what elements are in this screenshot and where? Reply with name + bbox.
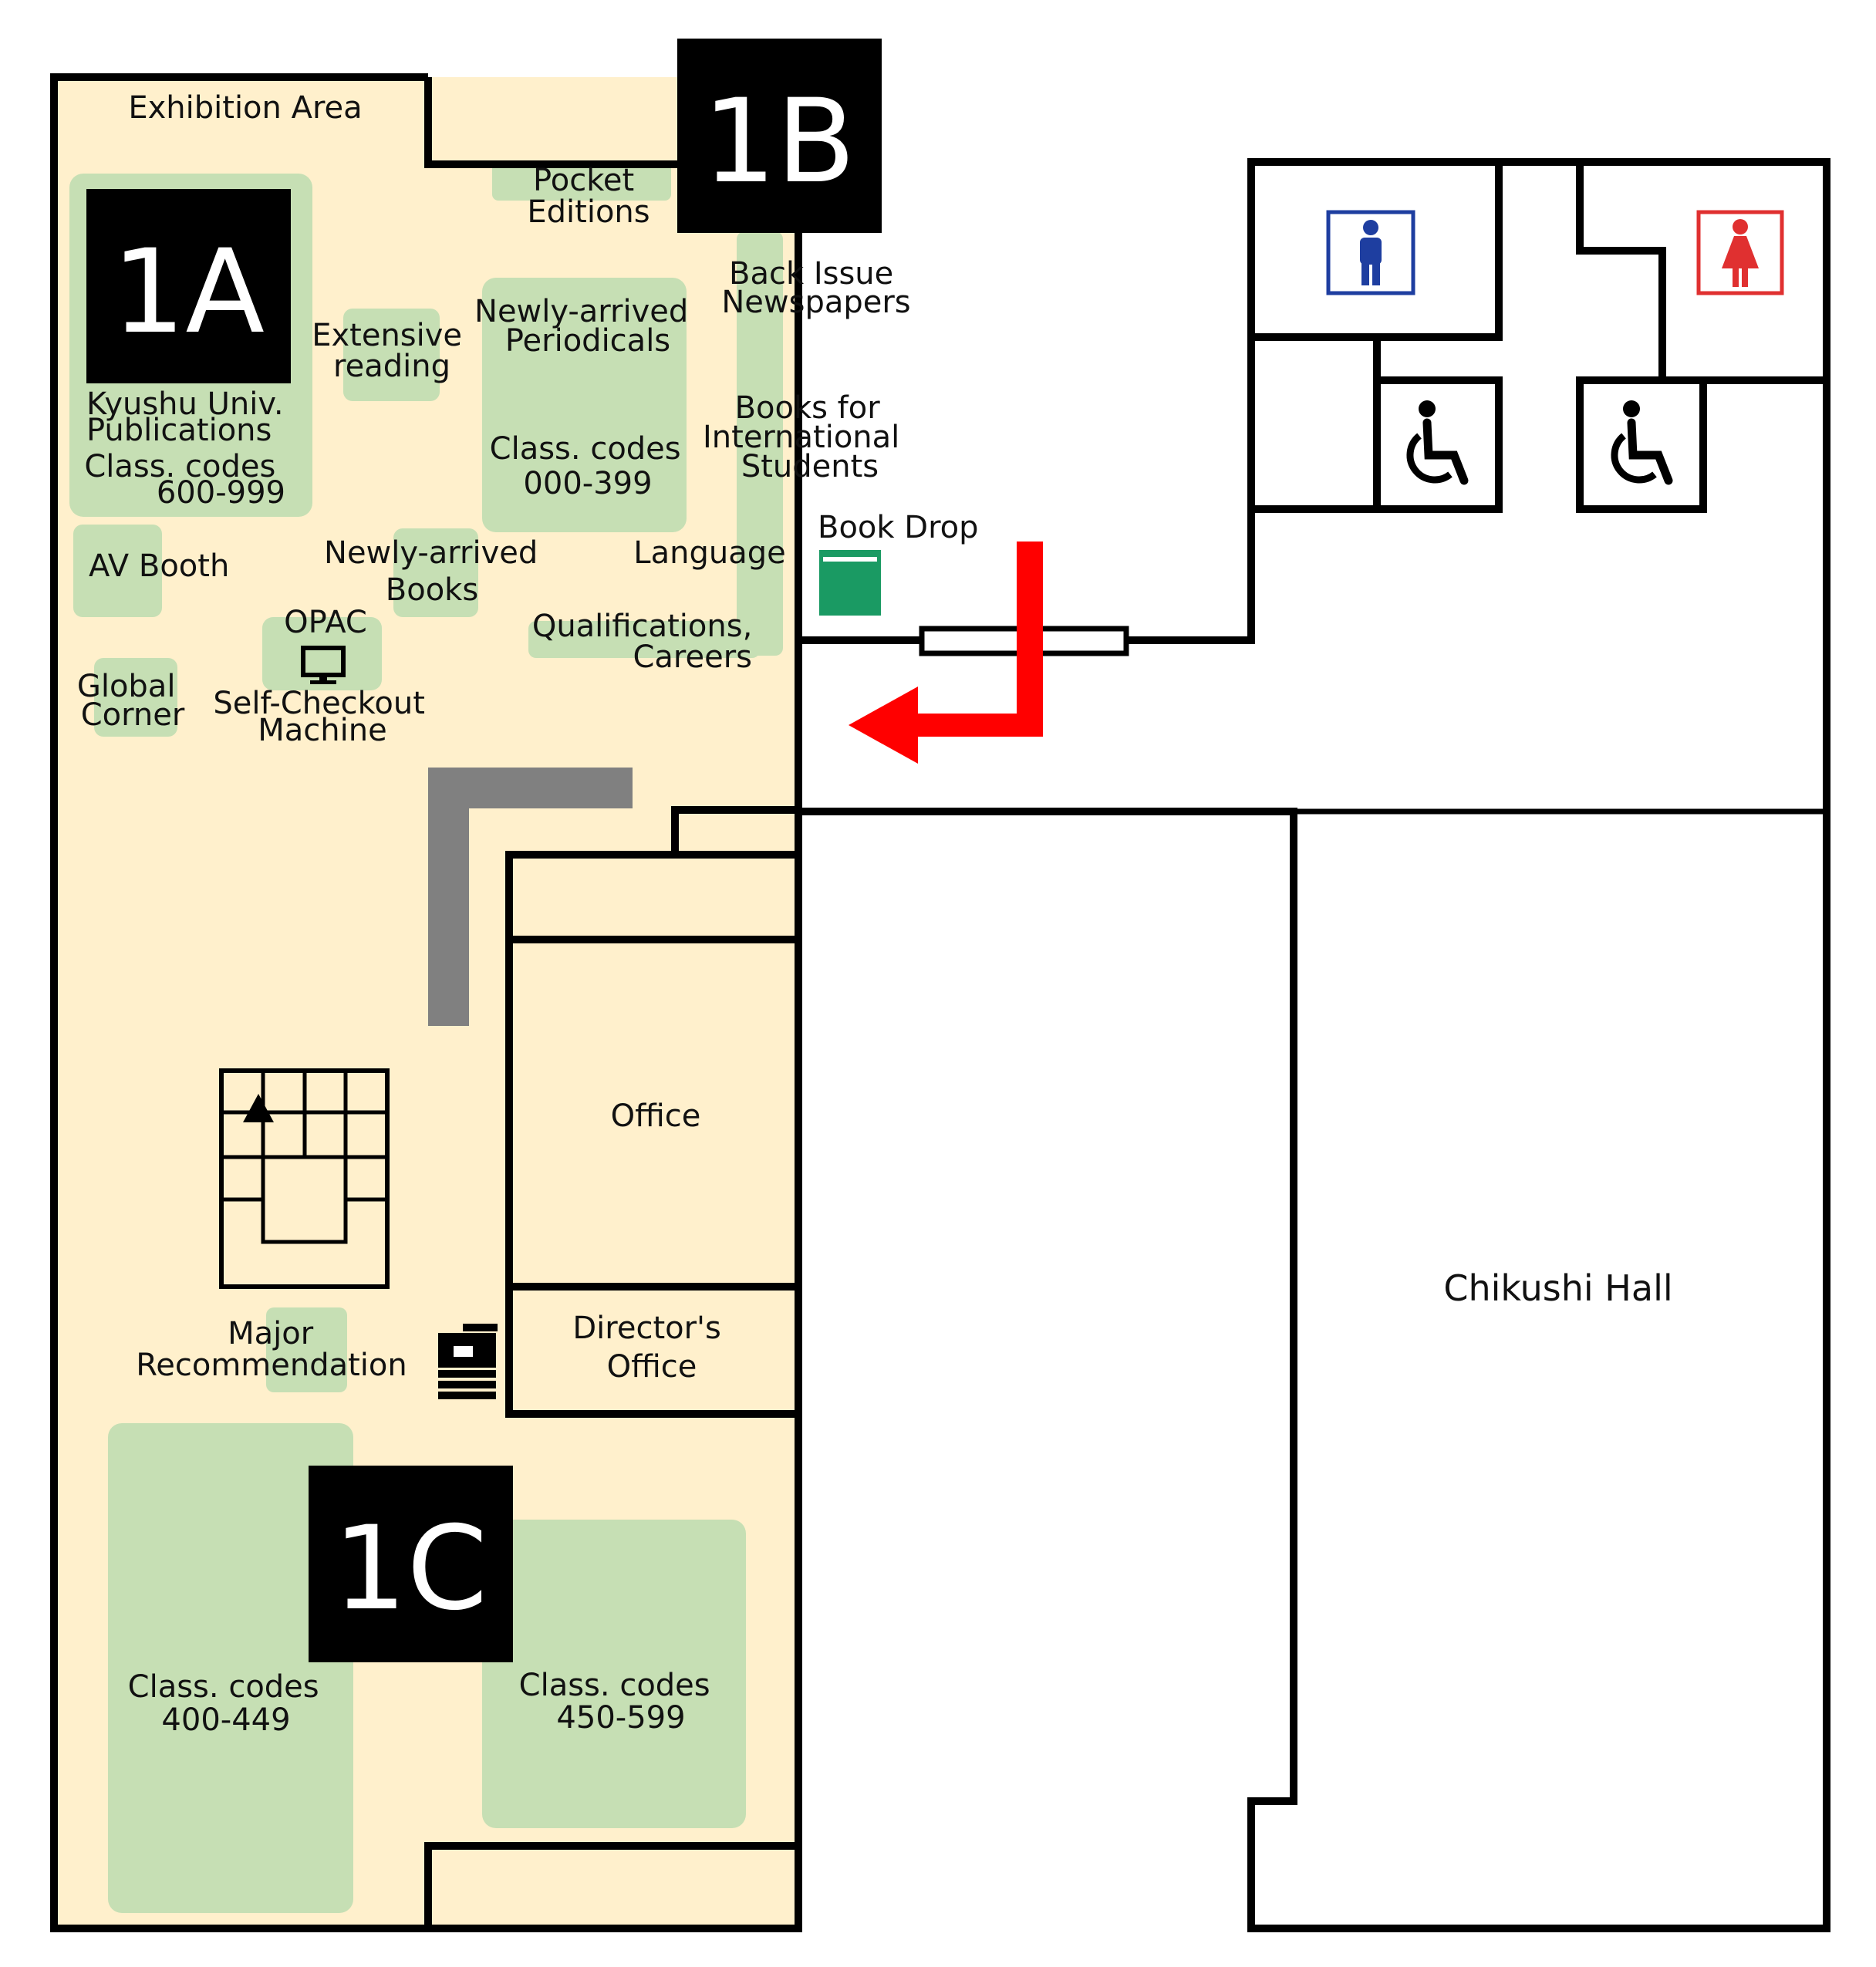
label-av-booth: AV Booth: [89, 548, 229, 584]
restroom-wall-2: [1251, 337, 1381, 513]
directors-office-room: [505, 1283, 802, 1418]
label-newly-arrived-periodicals: Newly-arrived Periodicals: [474, 294, 698, 359]
label-directors-office: Director's Office: [572, 1311, 730, 1385]
wheelchair-icon: [1406, 400, 1469, 485]
label-class-000-399: Class. codes 000-399: [490, 431, 691, 501]
label-extensive-reading: Extensive reading: [312, 318, 472, 384]
copier-icon: [438, 1324, 498, 1399]
zone-class-450-599: [482, 1520, 746, 1828]
accessible-room-1: [1373, 376, 1503, 513]
label-newly-arrived-books: Newly-arrived Books: [324, 535, 548, 608]
office-block-step: [671, 806, 798, 855]
man-icon: [1326, 210, 1415, 295]
restroom-building-wall: [798, 158, 1830, 1932]
label-office: Office: [611, 1098, 701, 1134]
restroom-wall-3: [1576, 162, 1827, 384]
accessible-room-2: [1576, 376, 1707, 513]
restroom-wall-1: [1251, 162, 1503, 341]
label-kyushu-publications: Kyushu Univ. Publications: [86, 386, 293, 448]
zone-opac: [262, 617, 382, 690]
label-exhibition-area: Exhibition Area: [128, 90, 362, 126]
red-arrow-icon: [849, 542, 1043, 764]
label-books-international-students: Books for International Students: [703, 390, 909, 484]
zone-extensive-reading: [343, 309, 440, 401]
service-counter: [428, 768, 633, 1026]
label-major-recommendation: Major Recommendation: [136, 1316, 407, 1383]
section-badge-1c: 1C: [309, 1466, 513, 1662]
label-language: Language: [633, 535, 785, 571]
label-class-400-449: Class. codes 400-449: [128, 1669, 329, 1738]
label-class-600-999: Class. codes 600-999: [84, 449, 285, 511]
label-opac: OPAC: [284, 605, 367, 640]
exhibition-box: [424, 77, 677, 168]
label-self-checkout: Self-Checkout Machine: [213, 686, 434, 748]
svg-text:1C: 1C: [333, 1502, 488, 1636]
monitor-icon: [301, 646, 346, 684]
label-global-corner: Global Corner: [77, 669, 185, 733]
stairs-icon: [219, 1068, 390, 1289]
section-badge-1a: 1A: [86, 189, 291, 383]
zone-pocket-editions: [492, 162, 671, 201]
wheelchair-icon: [1611, 400, 1673, 485]
label-chikushi-hall: Chikushi Hall: [1443, 1267, 1672, 1309]
svg-text:1A: 1A: [112, 225, 265, 359]
label-back-issue-newspapers: Back Issue Newspapers: [721, 256, 910, 320]
svg-text:1B: 1B: [703, 75, 855, 209]
label-class-450-599: Class. codes 450-599: [519, 1668, 720, 1736]
woman-icon: [1696, 210, 1784, 295]
zone-periodicals: [482, 278, 687, 532]
section-badge-1b: 1B: [677, 39, 882, 233]
label-qualifications-careers: Qualifications, Careers: [532, 609, 762, 675]
zone-global-corner: [94, 658, 177, 737]
zone-class-400-449: [108, 1423, 353, 1913]
zone-newspapers-strip: [737, 231, 783, 656]
label-pocket-editions: Pocket Editions: [527, 163, 650, 230]
bottom-room: [424, 1842, 798, 1928]
zone-major-recommendation: [266, 1307, 347, 1392]
label-book-drop: Book Drop: [818, 510, 979, 545]
zone-qualifications: [528, 621, 760, 658]
zone-av-booth: [73, 525, 162, 617]
zone-newly-arrived-books: [393, 528, 478, 617]
book-drop-icon: [819, 550, 881, 616]
